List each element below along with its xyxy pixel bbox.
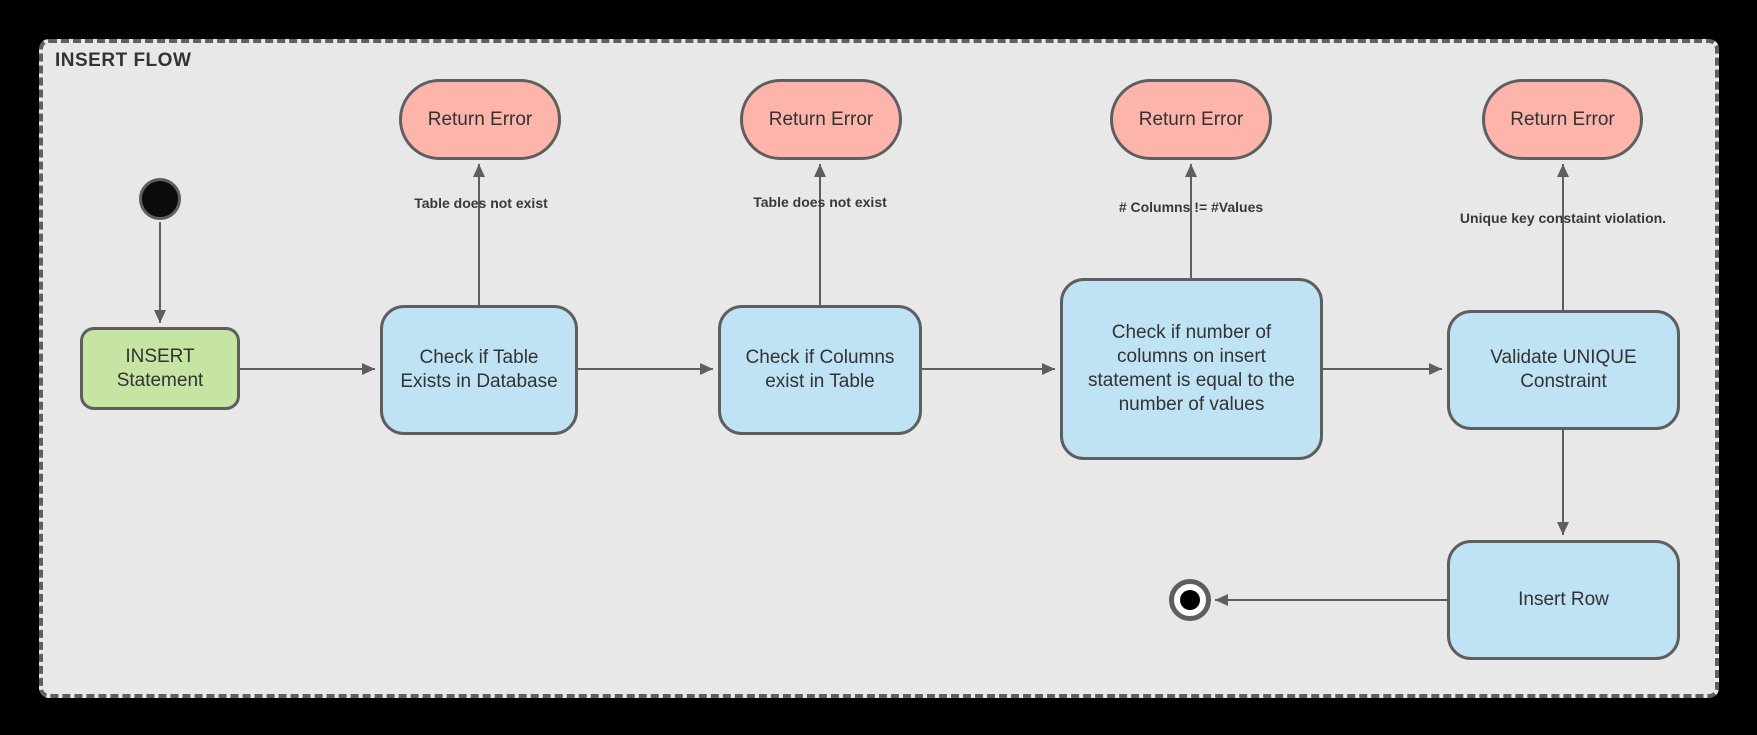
node-check-table-exists: Check if Table Exists in Database xyxy=(380,305,578,435)
node-return-error-2-label: Return Error xyxy=(768,108,874,130)
node-insert-statement: INSERT Statement xyxy=(80,327,240,410)
node-check-columns-exist: Check if Columns exist in Table xyxy=(718,305,922,435)
node-insert-statement-label: INSERT Statement xyxy=(116,345,204,391)
node-validate-unique-constraint-label: Validate UNIQUE Constraint xyxy=(1490,347,1637,392)
node-return-error-3: Return Error xyxy=(1110,79,1272,160)
final-state-node xyxy=(1169,579,1211,621)
edge-label-table-does-not-exist-1: Table does not exist xyxy=(414,195,548,211)
node-check-columns-exist-label: Check if Columns exist in Table xyxy=(745,347,895,392)
node-return-error-1: Return Error xyxy=(399,79,561,160)
node-check-value-count: Check if number of columns on insert sta… xyxy=(1060,278,1323,460)
initial-state-node xyxy=(139,178,181,220)
node-return-error-4: Return Error xyxy=(1482,79,1643,160)
node-check-table-exists-label: Check if Table Exists in Database xyxy=(400,347,558,392)
node-insert-row-label: Insert Row xyxy=(1518,589,1609,610)
node-return-error-4-label: Return Error xyxy=(1510,108,1615,130)
node-return-error-2: Return Error xyxy=(740,79,902,160)
node-check-value-count-label: Check if number of columns on insert sta… xyxy=(1087,322,1295,415)
node-insert-row: Insert Row xyxy=(1447,540,1680,660)
node-return-error-3-label: Return Error xyxy=(1138,108,1244,130)
edge-label-table-does-not-exist-2: Table does not exist xyxy=(753,194,887,210)
edge-label-columns-not-equal-values: # Columns != #Values xyxy=(1118,199,1264,215)
edge-label-unique-key-violation: Unique key constaint violation. xyxy=(1459,210,1667,226)
node-return-error-1-label: Return Error xyxy=(427,108,533,130)
diagram-title: INSERT FLOW xyxy=(55,50,192,71)
node-validate-unique-constraint: Validate UNIQUE Constraint xyxy=(1447,310,1680,430)
